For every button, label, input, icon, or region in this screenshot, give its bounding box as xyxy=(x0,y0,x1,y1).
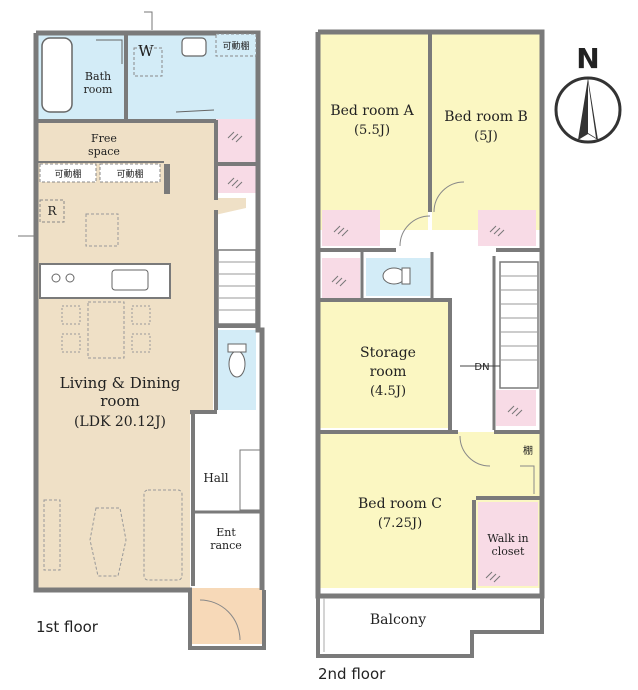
door-slide-wash xyxy=(175,109,215,113)
table-box-upper xyxy=(85,213,119,247)
washer-box xyxy=(133,47,163,77)
bed-a-fill xyxy=(318,34,428,230)
washbasin-icon xyxy=(181,37,207,57)
door-swing-a xyxy=(399,215,431,247)
dining-table xyxy=(87,301,125,359)
compass-label: N xyxy=(576,42,599,75)
first-floor-plan xyxy=(18,11,266,650)
wall-entrance xyxy=(188,590,266,650)
door-swing-entrance xyxy=(199,599,241,641)
dn-label: DN xyxy=(474,362,489,373)
ldk-label-2: room xyxy=(100,392,139,410)
walkin-label-1: Walk in xyxy=(487,532,528,545)
storage-fill-2 xyxy=(216,165,257,193)
fridge-label: R xyxy=(47,204,57,218)
storage-fill xyxy=(318,302,448,428)
sofa xyxy=(143,489,183,581)
chair-4 xyxy=(131,333,151,353)
closet-a-fill xyxy=(322,210,380,246)
chair-2 xyxy=(61,333,81,353)
washroom-label: W xyxy=(138,42,154,60)
shelf-box-top xyxy=(215,33,257,57)
door-swing-bath xyxy=(96,39,123,64)
hatch-walkin xyxy=(485,571,501,583)
sink-icon xyxy=(111,269,149,291)
first-floor-caption: 1st floor xyxy=(36,618,99,636)
ldk-label-3: (LDK 20.12J) xyxy=(74,414,166,430)
shelf-box-right xyxy=(99,163,161,183)
shelf-right-label: 可動棚 xyxy=(116,168,143,180)
toilet-tank-2f xyxy=(401,267,411,285)
bed-a-label-1: Bed room A xyxy=(330,103,414,119)
walkin-label-2: closet xyxy=(492,545,525,558)
door-swing-closet xyxy=(520,465,535,494)
staircase-2f xyxy=(499,261,539,389)
wall-2f-outer xyxy=(315,29,545,599)
hatch-b xyxy=(489,225,505,237)
storage-label-2: room xyxy=(370,364,407,380)
hatch-a xyxy=(333,225,349,237)
shelf-top-label: 可動棚 xyxy=(222,40,249,52)
free-space-label-2: space xyxy=(88,145,120,158)
storage-label-1: Storage xyxy=(360,345,416,361)
hatch-stair xyxy=(507,405,523,417)
entrance-label-1: Ent xyxy=(216,526,236,539)
fridge-box xyxy=(39,199,65,223)
toilet-icon-1f xyxy=(228,350,246,378)
chair-3 xyxy=(131,305,151,325)
hall-label: Hall xyxy=(203,471,228,485)
toilet-tank-1f xyxy=(227,343,247,353)
wall-1f-top xyxy=(36,30,261,120)
bathtub-icon xyxy=(41,37,73,113)
wall-1f-left xyxy=(33,33,192,593)
wall-1f-right xyxy=(255,120,265,590)
door-swing-c xyxy=(459,435,491,467)
shelf-box-left xyxy=(39,163,97,183)
storage-label-3: (4.5J) xyxy=(370,384,406,399)
balcony-label: Balcony xyxy=(370,612,426,628)
closet-b-fill xyxy=(478,210,536,246)
closet-stair-fill xyxy=(496,390,536,426)
second-floor-labels: Bed room A (5.5J) Bed room B (5J) Storag… xyxy=(318,103,533,683)
entrance-fill xyxy=(190,588,264,644)
kitchen-counter xyxy=(39,263,171,299)
coffee-table xyxy=(89,507,127,577)
chair-1 xyxy=(61,305,81,325)
shelf-left-label: 可動棚 xyxy=(54,168,81,180)
door-swing-top xyxy=(144,11,153,30)
shelf-c-label: 棚 xyxy=(523,444,533,457)
pillar xyxy=(164,164,170,194)
bed-c-label-1: Bed room C xyxy=(358,496,442,512)
bed-b-label-1: Bed room B xyxy=(444,109,528,125)
hatch-small xyxy=(331,275,347,287)
storage-hatch-1 xyxy=(227,131,243,143)
closet-small-fill xyxy=(322,258,360,298)
entrance-label-2: rance xyxy=(210,539,242,552)
bed-c-label-2: (7.25J) xyxy=(378,516,422,531)
shoe-box xyxy=(239,449,261,511)
first-floor-labels: Bath room W 可動棚 Free space 可動棚 可動棚 R Liv… xyxy=(36,40,250,636)
storage-hatch-2 xyxy=(227,177,243,189)
second-floor-plan xyxy=(315,29,545,658)
compass: N xyxy=(554,42,622,144)
staircase-1f xyxy=(217,249,257,325)
walkin-fill xyxy=(478,502,538,586)
balcony-wall xyxy=(316,598,544,658)
door-swing-b xyxy=(433,181,465,213)
ldk-label-1: Living & Dining xyxy=(60,374,181,392)
bath-label-1: Bath xyxy=(85,70,111,83)
compass-needle-highlight xyxy=(588,82,596,138)
free-space-label-1: Free xyxy=(91,132,117,145)
bed-a-label-2: (5.5J) xyxy=(354,123,390,138)
bed-b-label-2: (5J) xyxy=(474,129,498,144)
ldk-floor-fill xyxy=(37,122,246,588)
bed-b-fill xyxy=(432,34,540,230)
stove-burner-icon xyxy=(51,273,61,283)
bath-label-2: room xyxy=(84,83,114,96)
second-floor-caption: 2nd floor xyxy=(318,665,386,683)
stove-burner-icon-2 xyxy=(65,273,75,283)
tv-board xyxy=(43,499,61,571)
